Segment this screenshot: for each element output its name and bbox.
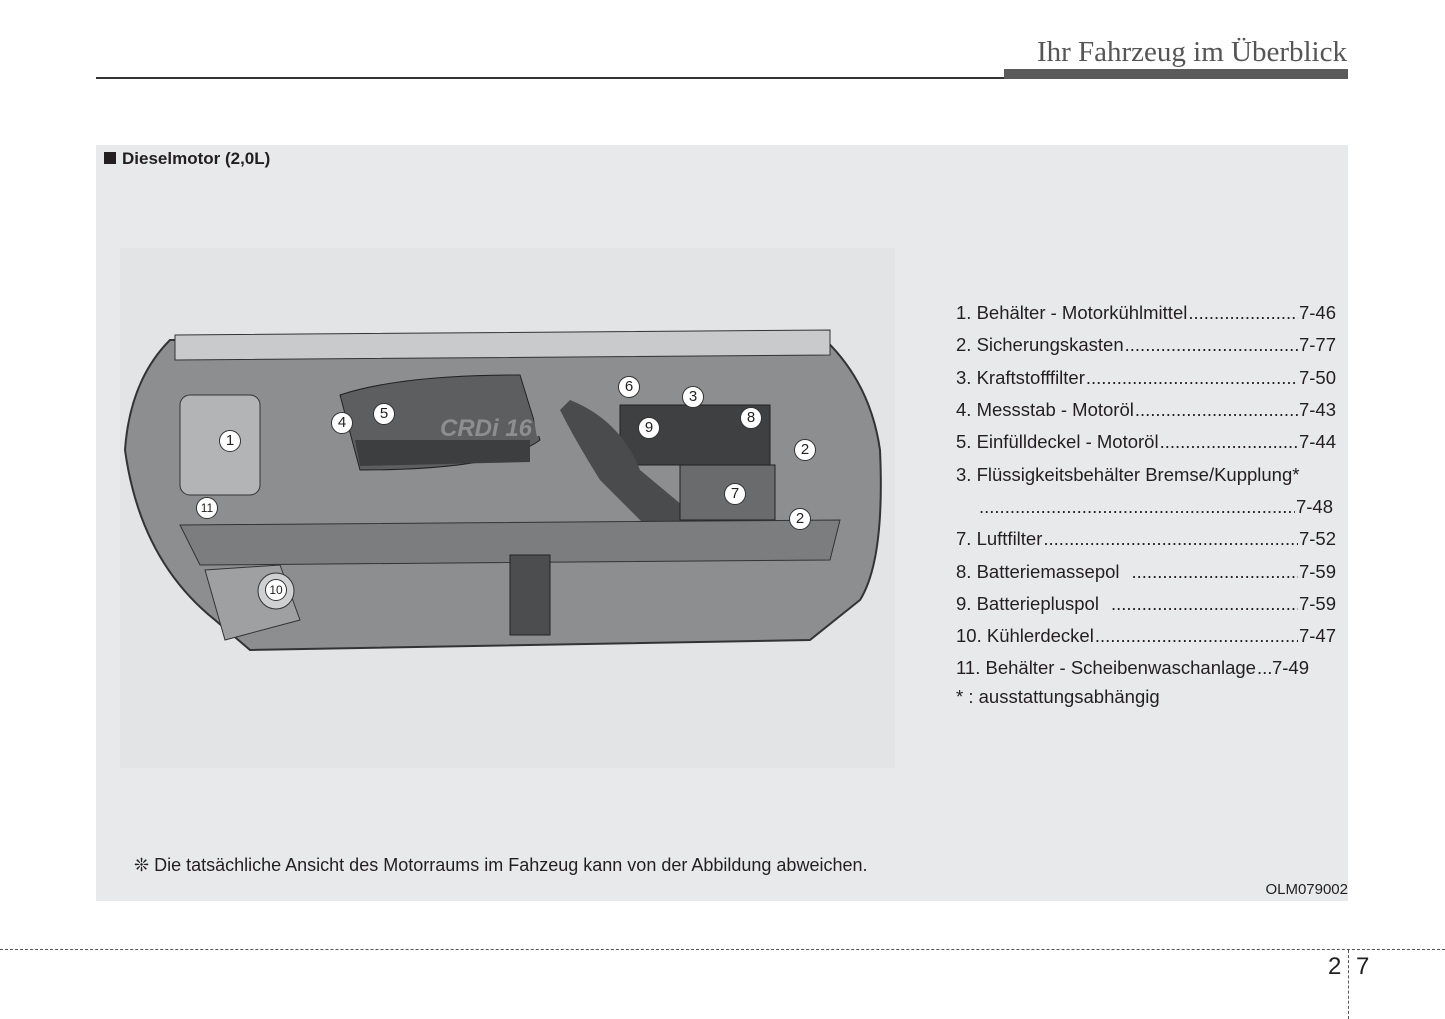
page-number: 7	[1356, 953, 1370, 980]
legend-page: 7-59	[1298, 592, 1336, 614]
callout-11: 11	[196, 497, 218, 519]
callout-4: 4	[331, 412, 353, 434]
legend-label: 11. Behälter - Scheibenwaschanlage	[956, 657, 1256, 679]
footer-divider	[0, 949, 1445, 950]
legend-page: 7-77	[1298, 334, 1336, 356]
engine-cover-text: CRDi 16V	[440, 415, 550, 442]
parts-legend: 1. Behälter - Motorkühlmittel 7-46 2. Sic…	[956, 297, 1336, 709]
callout-9: 9	[638, 417, 660, 439]
legend-page: 7-44	[1298, 431, 1336, 453]
legend-item: 3. Kraftstofffilter 7-50	[956, 362, 1336, 394]
legend-label: 3. Flüssigkeitsbehälter Bremse/Kupplung*	[956, 463, 1300, 485]
page-number-chapter: 2	[1328, 953, 1342, 980]
callout-7: 7	[724, 483, 746, 505]
legend-item: 1. Behälter - Motorkühlmittel 7-46	[956, 297, 1336, 329]
callout-2: 2	[789, 508, 811, 530]
legend-item: 4. Messstab - Motoröl 7-43	[956, 394, 1336, 426]
legend-page: 7-52	[1298, 528, 1336, 550]
legend-item: 9. Batteriepluspol 7-59	[956, 588, 1336, 620]
legend-page: 7-48	[1295, 495, 1333, 517]
callout-6: 6	[618, 376, 640, 398]
legend-label: 9. Batteriepluspol	[956, 592, 1099, 614]
legend-label: 7. Luftfilter	[956, 528, 1043, 550]
callout-8: 8	[740, 407, 762, 429]
legend-page: 7-59	[1298, 560, 1336, 582]
figure-code: OLM079002	[1265, 881, 1348, 898]
legend-label: 5. Einfülldeckel - Motoröl	[956, 431, 1159, 453]
legend-page: 7-43	[1298, 399, 1336, 421]
legend-item: 8. Batteriemassepol 7-59	[956, 555, 1336, 587]
callout-2: 2	[794, 439, 816, 461]
legend-label: 8. Batteriemassepol	[956, 560, 1120, 582]
legend-page: 7-50	[1298, 366, 1336, 388]
header-rule	[96, 77, 1006, 79]
legend-label: 4. Messstab - Motoröl	[956, 399, 1134, 421]
legend-page: 7-47	[1298, 625, 1336, 647]
legend-label: 2. Sicherungskasten	[956, 334, 1124, 356]
legend-label: 3. Kraftstofffilter	[956, 366, 1085, 388]
callout-10: 10	[265, 579, 287, 601]
legend-item: 10. Kühlerdeckel 7-47	[956, 620, 1336, 652]
header-bar	[1004, 69, 1348, 79]
legend-item-continuation: 7-48	[956, 491, 1336, 523]
legend-item: 5. Einfülldeckel - Motoröl 7-44	[956, 426, 1336, 458]
section-title-text: Dieselmotor (2,0L)	[122, 149, 271, 168]
page-divider	[1348, 950, 1349, 1019]
section-title: Dieselmotor (2,0L)	[104, 149, 270, 169]
legend-item: 2. Sicherungskasten 7-77	[956, 329, 1336, 361]
callout-1: 1	[219, 430, 241, 452]
legend-item: 7. Luftfilter 7-52	[956, 523, 1336, 555]
legend-label: 10. Kühlerdeckel	[956, 625, 1094, 647]
legend-item: 11. Behälter - Scheibenwaschanlage 7-49	[956, 652, 1336, 684]
disclaimer-note: ❊ Die tatsächliche Ansicht des Motorraum…	[134, 855, 868, 875]
square-bullet-icon	[104, 152, 116, 164]
legend-footnote: * : ausstattungsabhängig	[956, 685, 1160, 707]
callout-3: 3	[682, 386, 704, 408]
legend-label: 1. Behälter - Motorkühlmittel	[956, 302, 1188, 324]
header-title: Ihr Fahrzeug im Überblick	[1036, 36, 1347, 68]
legend-page: 7-49	[1271, 657, 1309, 679]
legend-page: 7-46	[1298, 302, 1336, 324]
callout-5: 5	[373, 403, 395, 425]
legend-item: 3. Flüssigkeitsbehälter Bremse/Kupplung*	[956, 458, 1336, 490]
